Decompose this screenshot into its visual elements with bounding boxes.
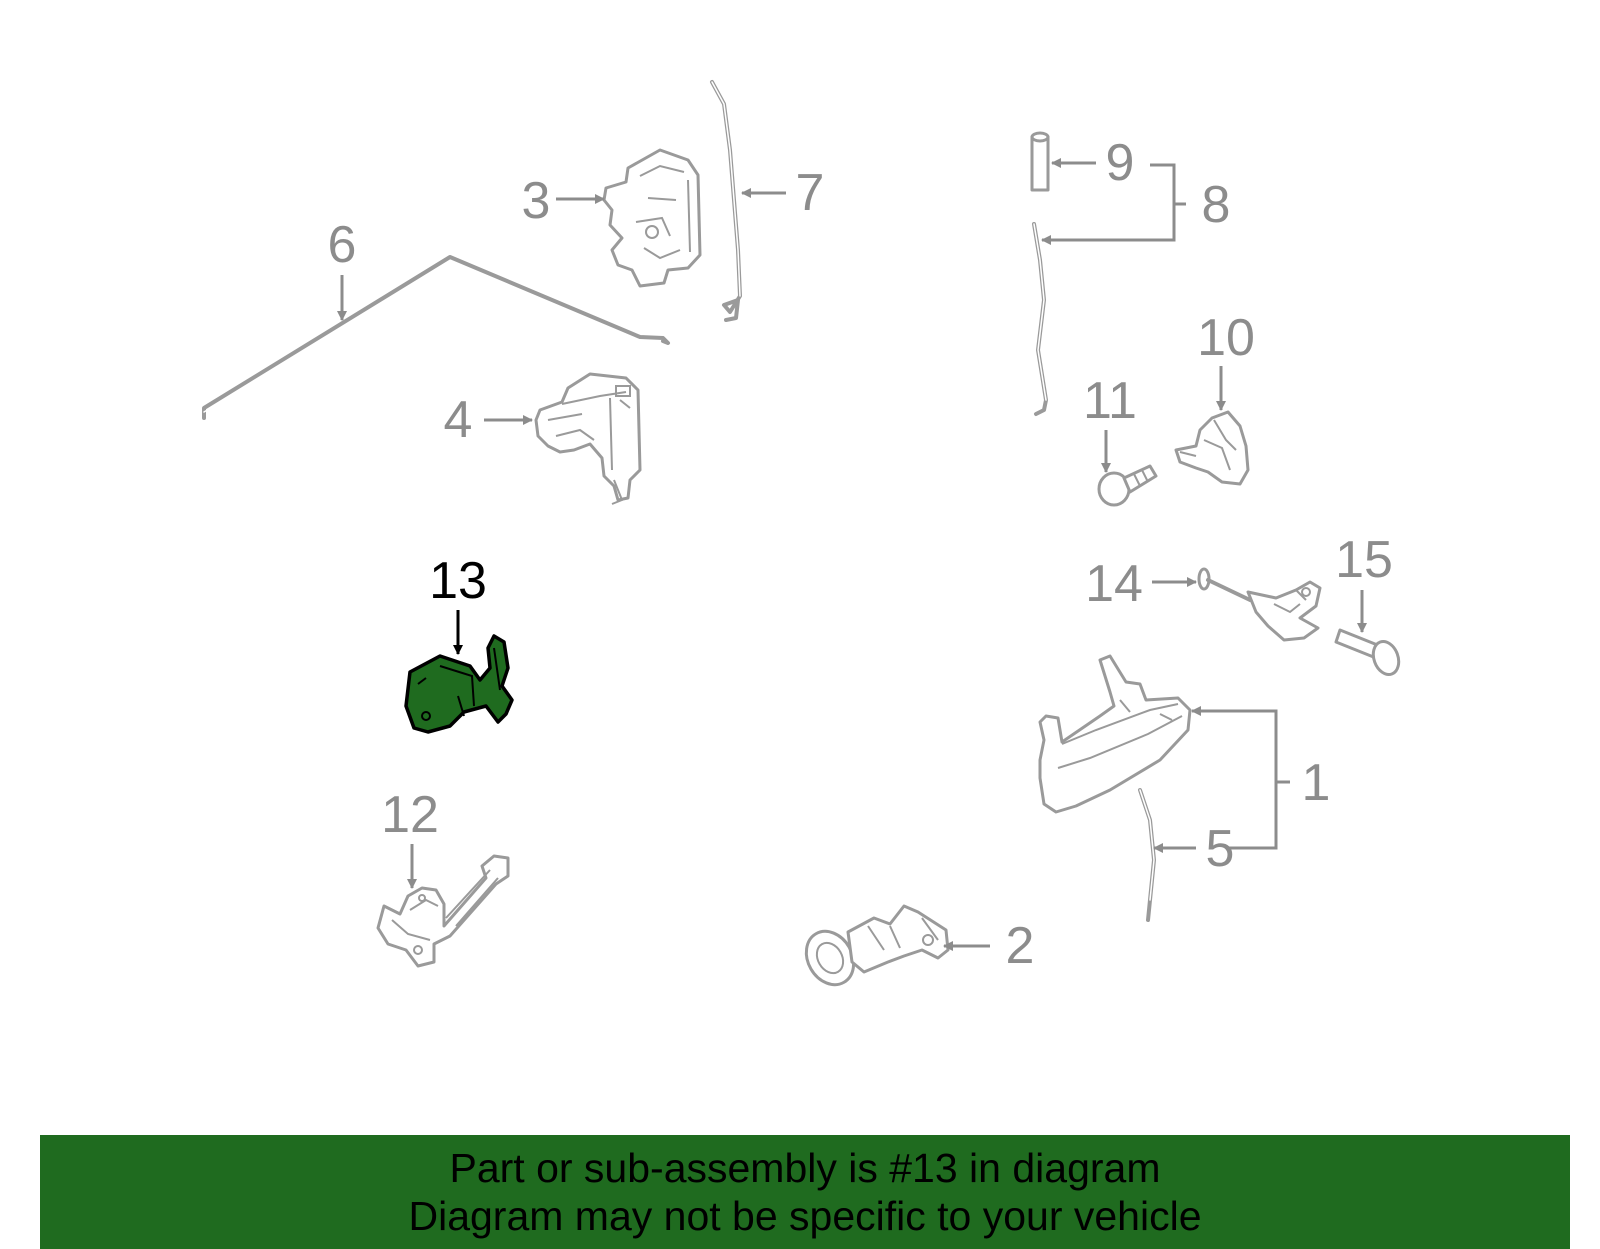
part-6-rod[interactable] (202, 255, 670, 420)
callout-14: 14 (1085, 555, 1143, 613)
part-12-check-strap[interactable] (376, 854, 510, 968)
callout-10: 10 (1197, 309, 1255, 367)
part-11-bolt[interactable] (1097, 464, 1158, 507)
callout-11: 11 (1083, 372, 1137, 430)
callout-9: 9 (1106, 134, 1135, 192)
banner-line-1: Part or sub-assembly is #13 in diagram (449, 1145, 1161, 1191)
part-14-cable[interactable] (1197, 567, 1322, 642)
callout-15: 15 (1335, 531, 1393, 589)
part-3-lock-actuator[interactable] (602, 148, 702, 288)
part-10-bracket[interactable] (1174, 410, 1250, 486)
callout-7: 7 (796, 164, 825, 222)
callout-5: 5 (1206, 820, 1235, 878)
part-9-pin[interactable] (1030, 131, 1050, 192)
callout-8: 8 (1202, 176, 1231, 234)
callout-2: 2 (1006, 917, 1035, 975)
part-13-highlighted[interactable] (404, 634, 514, 734)
callout-12: 12 (381, 786, 439, 844)
callout-1: 1 (1302, 754, 1331, 812)
part-15-bolt[interactable] (1334, 628, 1403, 678)
callout-13: 13 (429, 552, 487, 610)
part-2-lock-cylinder[interactable] (797, 904, 950, 993)
callout-3: 3 (522, 172, 551, 230)
part-8-rod[interactable] (1032, 222, 1048, 416)
info-banner: Part or sub-assembly is #13 in diagram D… (40, 1135, 1570, 1249)
part-7-rod[interactable] (710, 80, 742, 322)
callout-4: 4 (444, 391, 473, 449)
part-5-cable[interactable] (1138, 788, 1156, 922)
banner-line-2: Diagram may not be specific to your vehi… (408, 1193, 1202, 1239)
part-4-latch[interactable] (534, 372, 642, 505)
part-1-outside-handle[interactable] (1038, 654, 1192, 814)
callout-6: 6 (328, 216, 357, 274)
